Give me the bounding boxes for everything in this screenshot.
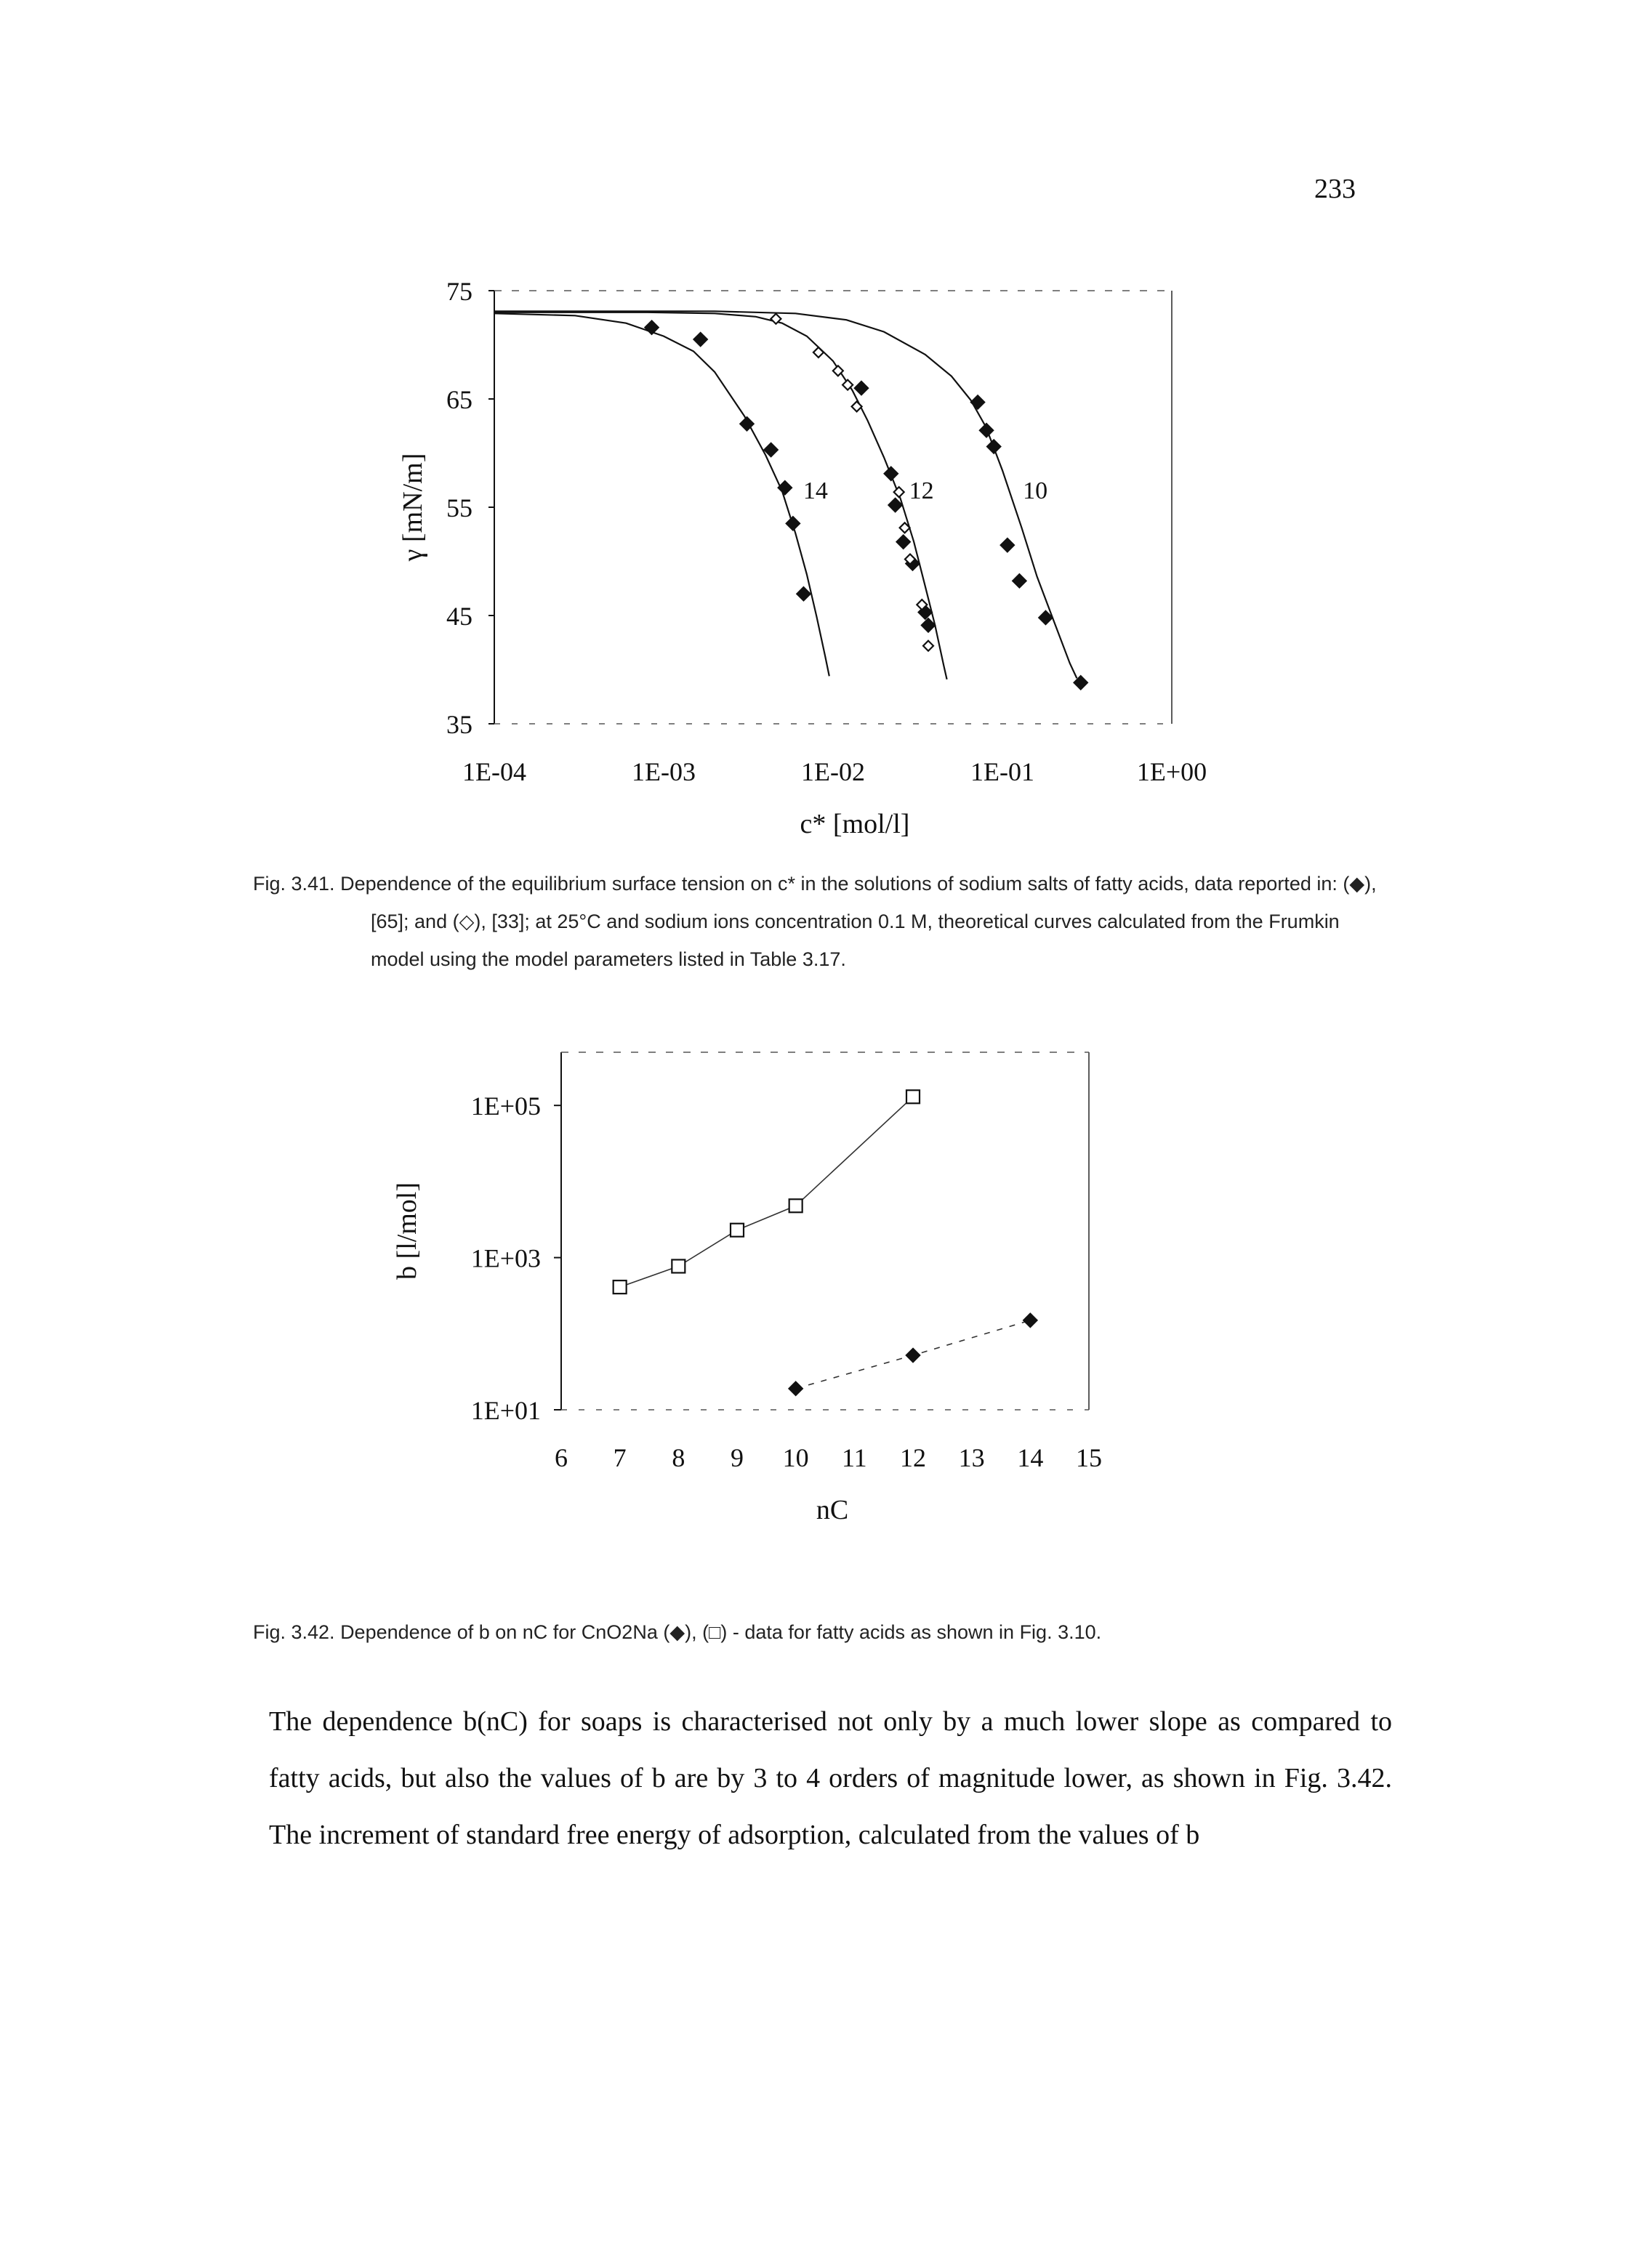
data-point-filled — [895, 533, 912, 550]
curve-label: 12 — [909, 477, 934, 504]
caption-text: Dependence of the equilibrium surface te… — [340, 873, 1377, 970]
x-tick-label: 7 — [614, 1443, 627, 1472]
y-tick-label: 65 — [446, 385, 472, 414]
data-point-filled — [1073, 674, 1089, 691]
data-point-filled — [978, 422, 994, 438]
data-point-open — [769, 312, 782, 326]
data-point-filled — [853, 380, 869, 396]
data-point-filled — [643, 319, 660, 336]
x-axis-title: nC — [816, 1495, 848, 1525]
x-tick-label: 8 — [672, 1443, 685, 1472]
figure-3-42-caption: Fig. 3.42. Dependence of b on nC for CnO… — [253, 1621, 1102, 1643]
data-point-filled — [986, 438, 1002, 455]
data-point-filled — [970, 394, 986, 411]
y-axis-title: b [l/mol] — [392, 1182, 422, 1280]
y-axis-title: γ [mN/m] — [398, 453, 428, 562]
y-tick-label: 55 — [446, 493, 472, 522]
data-point-open — [915, 598, 928, 611]
data-point-filled — [883, 466, 899, 482]
x-tick-label: 14 — [1017, 1443, 1043, 1472]
data-point-square — [788, 1198, 803, 1214]
surface-tension-chart: 35 45 55 65 75 1E-04 1E-03 1E-02 1E-01 1E+00 c* [m… — [398, 277, 1207, 839]
data-point-open — [850, 400, 864, 413]
data-point-filled — [1000, 537, 1015, 553]
data-point-filled — [763, 442, 779, 458]
data-point-open — [898, 521, 912, 534]
data-point-filled — [785, 515, 801, 532]
data-point-filled — [1011, 573, 1028, 589]
data-point-open — [893, 485, 906, 499]
data-point-filled — [795, 586, 812, 602]
series-line — [619, 1096, 914, 1288]
y-tick-label: 1E+03 — [471, 1244, 541, 1273]
figure-3-41-caption: Fig. 3.41. Dependence of the equilibrium… — [253, 865, 1394, 978]
x-tick-label: 13 — [959, 1443, 985, 1472]
b-vs-nc-chart: 1E+01 1E+03 1E+05 6 7 8 9 10 11 12 13 14 15 nC b [l/mo… — [392, 1052, 1102, 1525]
data-point-square — [905, 1089, 921, 1105]
y-tick-label: 35 — [446, 710, 472, 739]
x-tick-label: 6 — [555, 1443, 568, 1472]
x-tick-label: 1E-01 — [970, 757, 1034, 786]
curve-14 — [494, 312, 830, 677]
data-point-filled — [887, 497, 904, 513]
x-tick-label: 1E+00 — [1137, 757, 1207, 786]
data-point-open — [841, 379, 854, 392]
data-point-filled — [692, 331, 709, 347]
data-point-open — [812, 346, 825, 359]
x-tick-label: 1E-02 — [801, 757, 865, 786]
data-point-diamond — [787, 1381, 804, 1397]
y-tick-label: 1E+05 — [471, 1091, 541, 1121]
data-point-square — [729, 1222, 745, 1238]
data-point-filled — [920, 617, 936, 634]
x-tick-label: 15 — [1076, 1443, 1102, 1472]
x-tick-label: 11 — [842, 1443, 867, 1472]
data-point-filled — [1037, 610, 1054, 626]
y-tick-label: 45 — [446, 602, 472, 631]
curve-label: 14 — [803, 477, 828, 504]
data-point-open — [832, 364, 845, 377]
page-number: 233 — [1314, 174, 1356, 204]
curve-10 — [494, 310, 1078, 679]
data-point-square — [671, 1259, 686, 1274]
data-point-filled — [777, 480, 793, 496]
y-tick-label: 1E+01 — [471, 1396, 541, 1425]
data-point-open — [904, 552, 917, 566]
y-tick-label: 75 — [446, 277, 472, 306]
data-point-diamond — [905, 1347, 921, 1363]
x-tick-label: 1E-03 — [632, 757, 696, 786]
data-point-square — [612, 1280, 627, 1295]
data-point-open — [922, 639, 935, 653]
body-paragraph: The dependence b(nC) for soaps is charac… — [269, 1706, 1392, 1850]
x-tick-label: 1E-04 — [462, 757, 526, 786]
x-tick-label: 12 — [900, 1443, 926, 1472]
caption-label: Fig. 3.41. — [253, 873, 335, 895]
x-tick-label: 10 — [783, 1443, 809, 1472]
x-tick-label: 9 — [731, 1443, 744, 1472]
data-point-diamond — [1022, 1312, 1039, 1328]
data-point-filled — [739, 416, 755, 432]
x-axis-title: c* [mol/l] — [800, 809, 910, 839]
curve-label: 10 — [1023, 477, 1047, 504]
